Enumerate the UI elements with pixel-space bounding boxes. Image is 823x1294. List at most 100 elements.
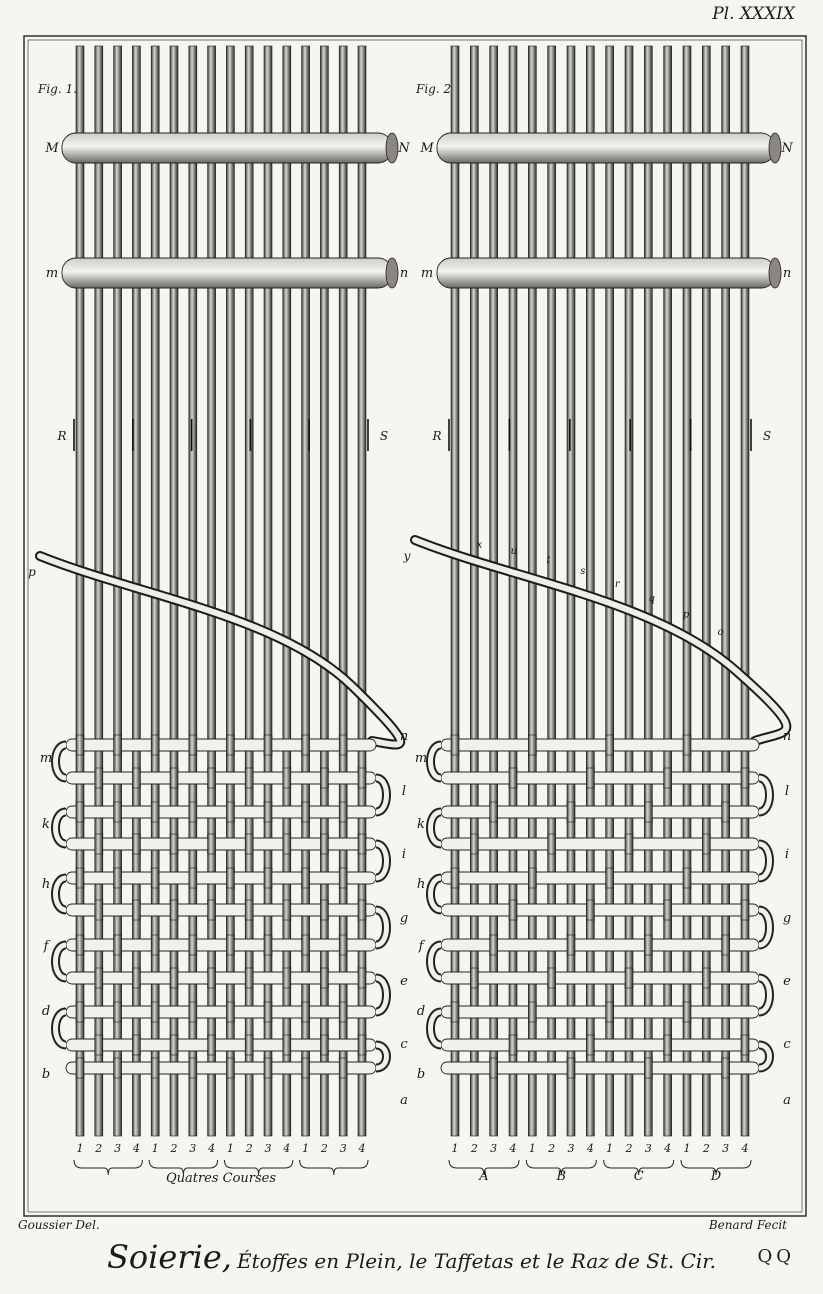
warp-float <box>207 967 216 989</box>
outer-border <box>23 35 807 1217</box>
warp-float <box>338 934 348 956</box>
weft-pick <box>65 738 377 752</box>
plate-mark: QQ <box>757 1246 795 1267</box>
warp-float <box>320 767 329 789</box>
group-brace <box>448 1159 520 1176</box>
selvedge-loop-highlight <box>375 907 389 948</box>
pick-label-left: f <box>43 939 51 954</box>
thread-number: 4 <box>663 1142 671 1155</box>
warp-thread <box>470 45 479 1137</box>
warp-float <box>357 967 367 989</box>
rod-label-left: m <box>421 266 433 281</box>
warp-thread <box>301 45 310 1137</box>
thread-number: 3 <box>265 1142 272 1155</box>
thread-number: 1 <box>684 1142 691 1155</box>
warp-float <box>150 734 160 756</box>
weft-letter: t <box>546 555 551 566</box>
weft-start-label: p <box>28 565 36 579</box>
warp-thread <box>75 45 85 1137</box>
thread-number: 2 <box>702 1142 710 1155</box>
pick-label-left: b <box>417 1067 425 1082</box>
warp-thread <box>489 45 498 1137</box>
selvedge-loop-highlight <box>375 1042 389 1071</box>
pick-label-right: e <box>783 974 791 989</box>
warp-float <box>566 801 576 823</box>
warp-thread <box>207 45 216 1137</box>
warp-float <box>263 934 273 956</box>
warp-float <box>75 1001 85 1023</box>
pick-label-right: i <box>785 847 789 862</box>
warp-thread <box>169 45 179 1137</box>
pick-label-right: a <box>400 1093 408 1108</box>
selvedge-loop-highlight <box>758 1042 772 1071</box>
warp-float <box>301 1001 310 1023</box>
warp-thread <box>702 45 711 1137</box>
warp-float <box>263 867 273 889</box>
warp-float <box>226 867 235 889</box>
pick-label-right: c <box>400 1037 408 1052</box>
weft-shuttle-highlight <box>412 537 790 744</box>
thread-number: 4 <box>207 1142 215 1155</box>
selvedge-loop-highlight <box>53 875 67 913</box>
selvedge-loop-highlight <box>428 742 442 781</box>
warp-thread <box>113 45 122 1137</box>
thread-number: 1 <box>529 1142 536 1155</box>
warp-float <box>150 934 160 956</box>
warp-float <box>113 734 122 756</box>
lease-rod-lower <box>436 257 776 289</box>
warp-float <box>301 1057 310 1079</box>
warp-float <box>740 767 750 789</box>
warp-thread <box>605 45 614 1137</box>
weft-pick <box>65 1038 377 1052</box>
warp-float <box>740 899 750 921</box>
warp-thread <box>226 45 235 1137</box>
thread-number: 3 <box>645 1142 652 1155</box>
selvedge-loop-highlight <box>428 942 442 981</box>
selvedge-loop-highlight <box>53 942 67 981</box>
thread-number: 1 <box>227 1142 234 1155</box>
group-brace <box>73 1159 143 1176</box>
thread-number: 1 <box>452 1142 459 1155</box>
pick-label-left: d <box>417 1004 425 1019</box>
selvedge-loop-highlight <box>375 775 389 815</box>
pick-label-right: a <box>783 1093 791 1108</box>
selvedge-loop-highlight <box>758 907 772 948</box>
weft-pick <box>440 1061 760 1075</box>
warp-float <box>682 867 692 889</box>
warp-float <box>132 833 141 855</box>
weft-pick <box>440 1038 760 1052</box>
pick-label-left: k <box>417 817 425 832</box>
pick-label-left: m <box>415 751 427 766</box>
thread-number: 1 <box>302 1142 309 1155</box>
warp-float <box>207 1034 216 1056</box>
lease-rod-lower <box>61 257 393 289</box>
warp-thread <box>320 45 329 1137</box>
warp-float <box>188 1001 198 1023</box>
warp-float <box>188 734 198 756</box>
warp-float <box>226 1057 235 1079</box>
warp-float <box>740 1034 750 1056</box>
weft-pick <box>440 738 760 752</box>
selvedge-loop-highlight <box>53 809 67 847</box>
pick-label-left: k <box>42 817 50 832</box>
warp-float <box>338 734 348 756</box>
warp-float <box>188 867 198 889</box>
thread-number: 3 <box>568 1142 575 1155</box>
selvedge-loop-highlight <box>428 875 442 913</box>
warp-float <box>586 899 595 921</box>
pick-label-right: g <box>400 911 408 926</box>
thread-number: 2 <box>94 1142 102 1155</box>
weft-pick <box>440 1005 760 1019</box>
selvedge-loop-highlight <box>53 1009 67 1048</box>
rod-label-right: n <box>783 266 791 281</box>
warp-float <box>132 767 141 789</box>
warp-float <box>721 801 730 823</box>
warp-float <box>702 833 711 855</box>
warp-float <box>226 934 235 956</box>
thread-number: 2 <box>245 1142 253 1155</box>
warp-float <box>489 801 498 823</box>
warp-float <box>282 833 292 855</box>
weft-letter: o <box>718 627 724 638</box>
pick-label-right: l <box>402 784 406 799</box>
warp-float <box>282 967 292 989</box>
